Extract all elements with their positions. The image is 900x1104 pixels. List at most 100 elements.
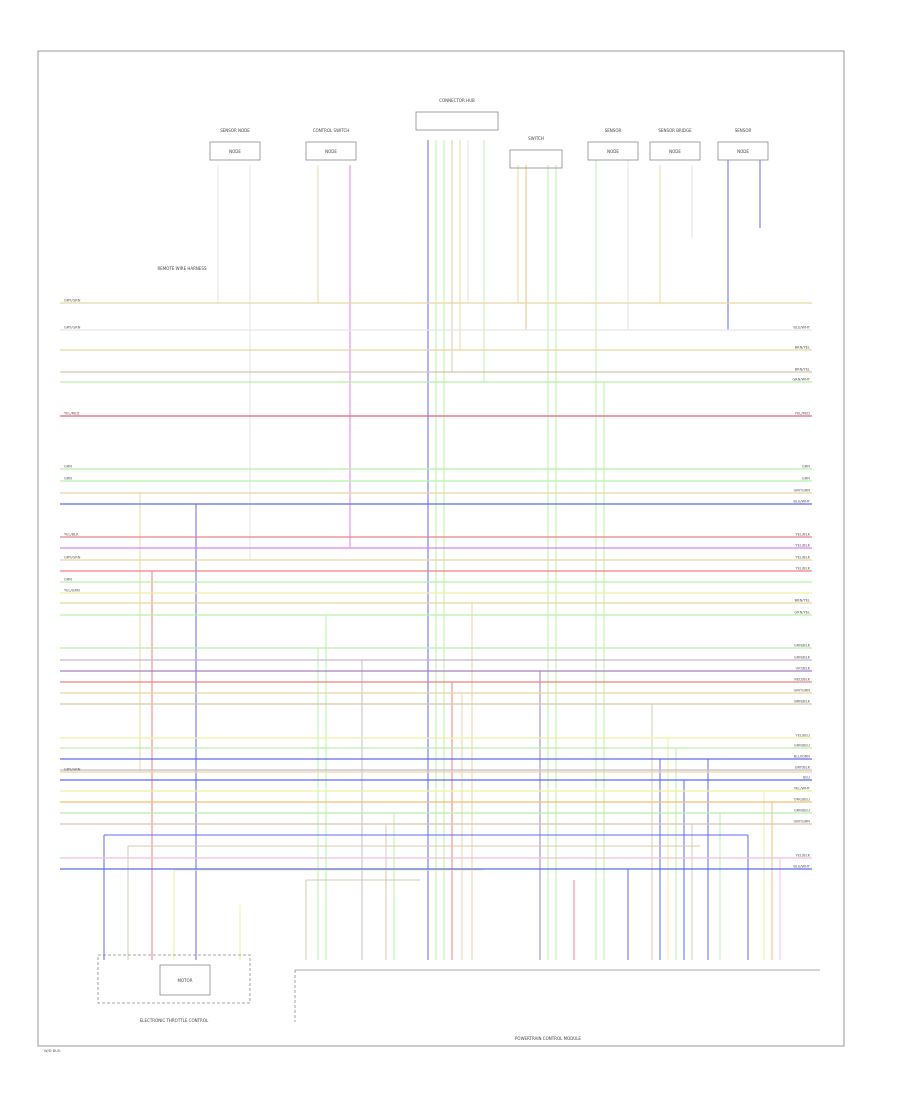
wire-22: GRY/GRN: [60, 689, 812, 694]
wire-right-label: GRN/BLU: [794, 809, 810, 813]
wire-19: GRN/BLK: [60, 656, 812, 661]
wire-right-label: RED/BLK: [794, 678, 810, 682]
wire-11: YEL/BLK: [60, 544, 812, 549]
diagram-frame: [37, 50, 845, 1047]
wire-left-label: GRY/GRN: [64, 768, 81, 772]
wire-right-label: BLU/WHT: [793, 500, 810, 504]
wire-right-label: YEL/BLK: [795, 544, 810, 548]
wire-right-label: GRN/BLU: [794, 744, 810, 748]
wire-15: YEL/GRN: [60, 589, 812, 594]
wire-right-label: VIO/BLK: [796, 667, 811, 671]
wire-right-label: GRY/GRN: [794, 689, 811, 693]
left-harness-note: REMOTE WIRE HARNESS: [158, 266, 207, 271]
wire-left-label: GRN: [64, 477, 72, 481]
wire-right-label: GRN/YEL: [794, 611, 810, 615]
wire-17: GRN/YEL: [60, 611, 812, 616]
wire-16: BRN/YEL: [60, 599, 812, 604]
wire-right-label: BLU: [803, 776, 810, 780]
wire-0: GRY/GRN: [60, 299, 812, 304]
wire-34: YEL/BLK: [60, 854, 812, 859]
component-pin-label: NODE: [607, 149, 619, 154]
wire-4: GRN/WHT: [60, 378, 812, 383]
component-body: [649, 141, 701, 161]
wire-35: BLU/WHT: [60, 865, 812, 870]
wire-31: ORG/BLU: [60, 798, 812, 803]
wire-left-label: GRN: [64, 578, 72, 582]
wire-right-label: YEL/BLK: [795, 533, 810, 537]
wire-right-label: BLU/GRN: [794, 755, 810, 759]
wire-9: BLU/WHT: [60, 500, 812, 505]
wire-25: GRN/BLU: [60, 744, 812, 749]
wire-29: BLU: [60, 776, 812, 781]
wire-right-label: YEL/BLK: [795, 556, 810, 560]
wire-left-label: YEL/GRN: [64, 589, 80, 593]
component-pin-label: NODE: [669, 149, 681, 154]
throttle-motor-label: MOTOR: [178, 978, 193, 983]
vertical-wire-runs: [60, 140, 781, 960]
wire-33: GRY/GRN: [60, 820, 812, 825]
wire-right-label: YEL/BLU: [795, 734, 810, 738]
wire-left-label: YEL/RED: [64, 412, 79, 416]
wire-30: YEL/WHT: [60, 787, 812, 792]
wire-10: YEL/BLK YEL/BLK: [60, 533, 812, 538]
component-pin-label: NODE: [229, 149, 241, 154]
powertrain-module-component: POWERTRAIN CONTROL MODULE: [294, 969, 820, 1041]
component-body: [717, 141, 769, 161]
wire-right-label: BLU/WHT: [793, 326, 810, 330]
wire-left-label: YEL/BLK: [64, 533, 79, 537]
wire-right-label: BRN/BLK: [794, 700, 810, 704]
component-label: SENSOR BRIDGE: [658, 128, 692, 133]
wire-right-label: YEL/BLK: [795, 567, 810, 571]
top-component-c3: CONNECTOR HUB: [415, 98, 499, 131]
wire-right-label: YEL/BLK: [795, 854, 810, 858]
wire-26: BLU/GRN: [60, 755, 812, 760]
component-body: [415, 111, 499, 131]
component-label: SWITCH: [528, 136, 544, 141]
wire-3: BRN/YEL: [60, 368, 812, 373]
wire-5: YEL/RED YEL/RED: [60, 412, 812, 417]
wire-6: GRN GRN: [60, 465, 812, 470]
wire-14: GRN: [60, 578, 812, 583]
component-label: CONTROL SWITCH: [313, 128, 350, 133]
top-component-c4: SWITCH: [509, 136, 563, 169]
component-body: [509, 149, 563, 169]
top-component-c2: CONTROL SWITCH NODE: [305, 128, 357, 161]
wire-right-label: GRN: [802, 465, 810, 469]
wire-right-label: GRN/BLK: [794, 644, 811, 648]
component-body: [209, 141, 261, 161]
wire-18: GRN/BLK: [60, 644, 812, 649]
wire-right-label: YEL/WHT: [794, 787, 811, 791]
wire-32: GRN/BLU: [60, 809, 812, 814]
wire-right-label: GRY/GRN: [794, 820, 811, 824]
wire-right-label: BLU/WHT: [793, 865, 810, 869]
wire-24: YEL/BLU: [60, 734, 812, 739]
throttle-control-label: ELECTRONIC THROTTLE CONTROL: [140, 1018, 209, 1023]
component-pin-label: NODE: [325, 149, 337, 154]
wire-right-label: YEL/RED: [795, 412, 810, 416]
wire-right-label: GRY/GRN: [794, 489, 811, 493]
wire-right-label: BRN/YEL: [795, 599, 810, 603]
throttle-control-component: MOTOR ELECTRONIC THROTTLE CONTROL: [97, 954, 251, 1023]
wire-left-label: GRY/GRN: [64, 299, 81, 303]
wire-right-label: BRN/YEL: [795, 368, 810, 372]
wire-right-label: BRN/YEL: [795, 346, 810, 350]
wire-21: RED/BLK: [60, 678, 812, 683]
wire-left-label: GRN: [64, 465, 72, 469]
wire-28: GRY/GRN: [60, 768, 812, 773]
wire-right-label: GRN/WHT: [792, 378, 810, 382]
wire-8: GRY/GRN: [60, 489, 812, 494]
wire-right-label: GRY/BLK: [795, 766, 811, 770]
wire-right-label: GRN/BLK: [794, 656, 811, 660]
wire-right-label: ORG/BLU: [794, 798, 811, 802]
wire-2: BRN/YEL: [60, 346, 812, 351]
wire-27: GRY/BLK: [60, 766, 812, 771]
wire-right-label: GRN: [802, 477, 810, 481]
component-label: SENSOR: [605, 128, 622, 133]
